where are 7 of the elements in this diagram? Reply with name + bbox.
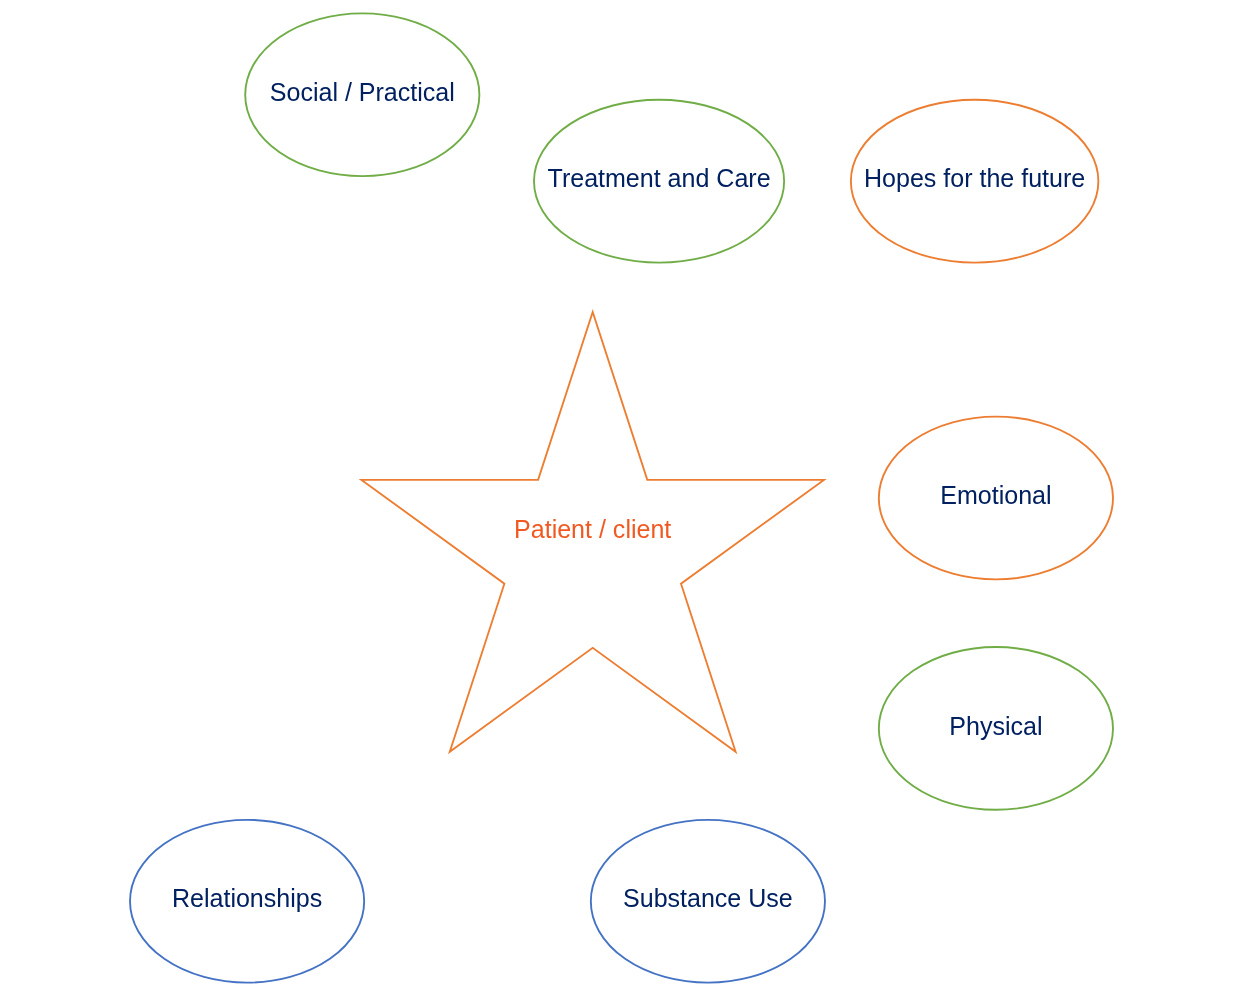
node-ellipse: Social / Practical [244, 12, 481, 178]
node-ellipse: Hopes for the future [849, 98, 1100, 264]
node-ellipse: Emotional [877, 415, 1114, 581]
node-ellipse: Substance Use [589, 818, 826, 984]
node-ellipse: Relationships [129, 818, 366, 984]
node-ellipse: Treatment and Care [533, 98, 786, 264]
node-ellipse: Physical [877, 646, 1114, 811]
